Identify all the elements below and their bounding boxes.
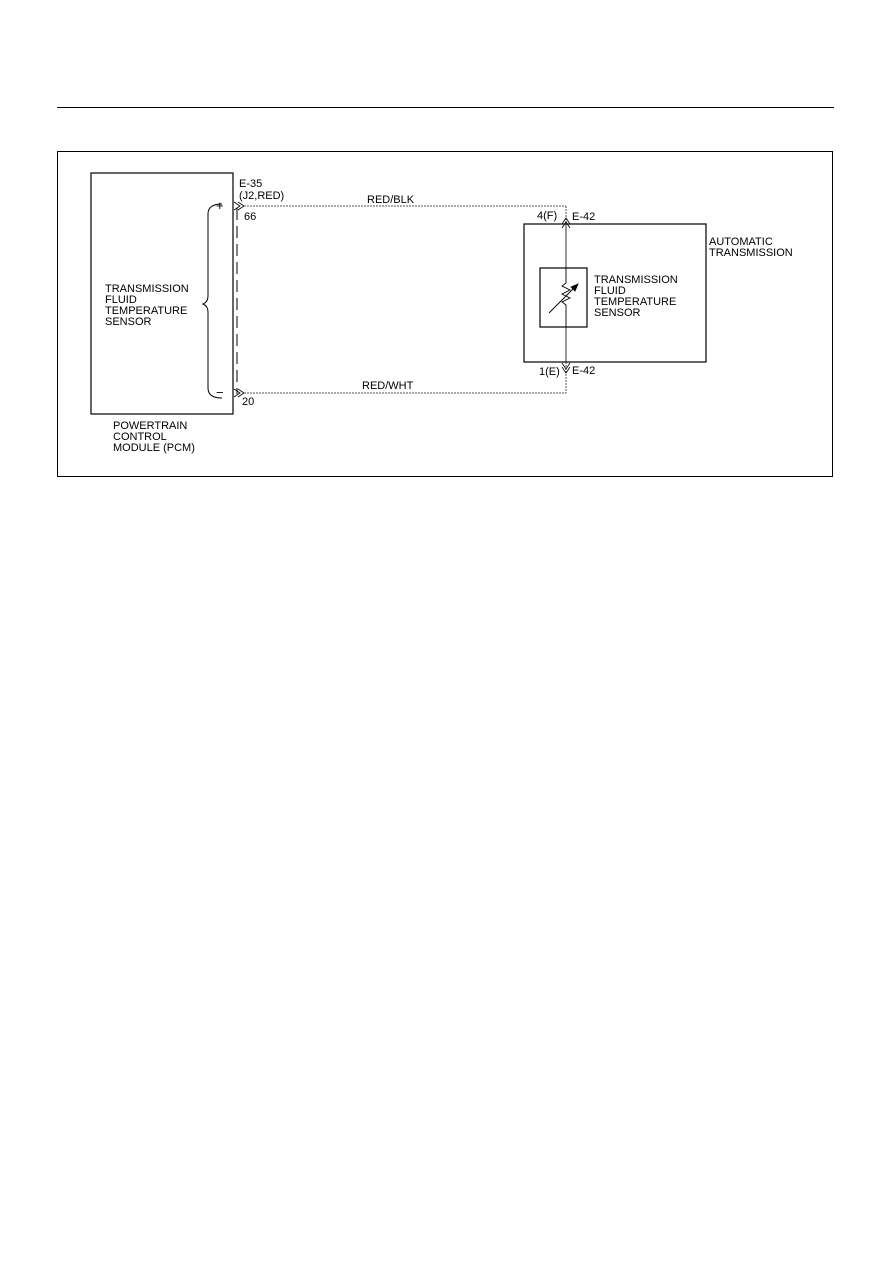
thermistor-icon	[560, 268, 572, 327]
plus-sign: +	[216, 198, 224, 213]
pcm-label-line: TRANSMISSION	[105, 283, 189, 295]
sensor-label: TRANSMISSION FLUID TEMPERATURE SENSOR	[594, 275, 678, 319]
header-rule	[57, 107, 834, 108]
sensor-label-line: TRANSMISSION	[594, 274, 678, 286]
e42-top-id: E-42	[572, 211, 596, 223]
e42-arrow-bottom	[561, 362, 571, 374]
module-label-line: MODULE (PCM)	[113, 442, 195, 454]
sensor-label-line: TEMPERATURE	[594, 296, 677, 308]
pin-20-label: 20	[242, 396, 255, 408]
e42-bottom-id: E-42	[572, 365, 596, 377]
wire-color-top: RED/BLK	[367, 194, 415, 206]
e42-arrow-top	[561, 217, 571, 229]
pcm-label-line: SENSOR	[105, 316, 152, 328]
module-label-line: CONTROL	[113, 431, 167, 443]
sensor-box	[539, 267, 588, 328]
transmission-label: AUTOMATIC TRANSMISSION	[709, 237, 793, 259]
connector-arrow-top	[233, 201, 245, 211]
pcm-label-line: FLUID	[105, 294, 137, 306]
connector-e35-detail: (J2,RED)	[239, 190, 285, 202]
transmission-box	[523, 223, 707, 363]
module-label-line: POWERTRAIN	[113, 420, 188, 432]
connector-e35-label: E-35	[239, 178, 263, 190]
pcm-box	[90, 172, 234, 415]
diagram-frame	[57, 151, 833, 477]
pin-66-label: 66	[244, 211, 257, 223]
pcm-internal-label: TRANSMISSION FLUID TEMPERATURE SENSOR	[105, 284, 189, 328]
minus-sign: −	[216, 385, 224, 400]
arrow-head-icon	[570, 283, 579, 292]
sensor-label-line: SENSOR	[594, 307, 641, 319]
e42-top-pin: 4(F)	[537, 210, 558, 222]
pcm-label-line: TEMPERATURE	[105, 305, 188, 317]
pcm-module-label: POWERTRAIN CONTROL MODULE (PCM)	[113, 421, 195, 454]
transmission-label-line: AUTOMATIC	[709, 236, 773, 248]
sensor-label-line: FLUID	[594, 285, 626, 297]
pcm-brace	[201, 203, 223, 399]
e42-bottom-pin: 1(E)	[539, 366, 560, 378]
wire-color-bottom: RED/WHT	[362, 380, 414, 392]
transmission-label-line: TRANSMISSION	[709, 247, 793, 259]
